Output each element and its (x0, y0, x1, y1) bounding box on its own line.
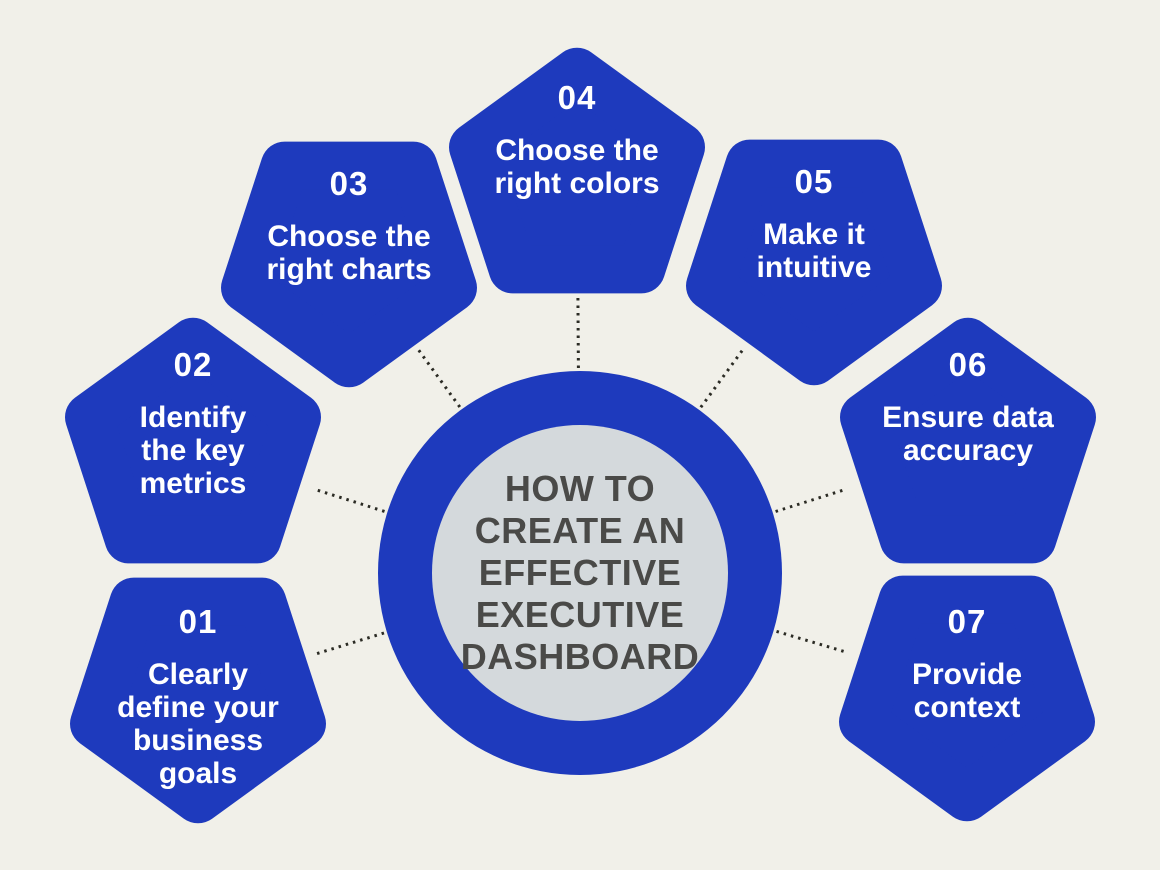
pentagon-shape-03 (221, 141, 477, 388)
connector-line-06 (775, 488, 846, 513)
pentagon-shape-05 (686, 139, 942, 386)
pentagon-shape-06 (840, 317, 1096, 564)
connector-line-02 (314, 487, 385, 513)
pentagon-shape-04 (449, 47, 705, 294)
connector-line-04 (576, 294, 580, 369)
pentagon-shape-02 (65, 317, 321, 564)
pentagon-shape-01 (70, 577, 326, 824)
connector-line-03 (415, 346, 462, 408)
center-disc (432, 425, 728, 721)
connector-line-07 (776, 629, 847, 654)
connector-line-01 (313, 631, 385, 656)
connector-line-05 (699, 347, 746, 409)
pentagon-shape-07 (839, 575, 1095, 822)
